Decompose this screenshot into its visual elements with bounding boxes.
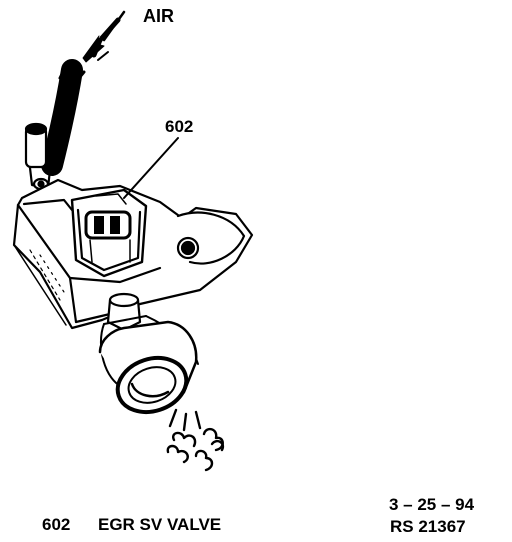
air-exhaust-puffs <box>166 408 225 472</box>
figure-date: 3 – 25 – 94 <box>389 495 475 514</box>
callout-leader-line <box>123 137 179 199</box>
air-flow-arrow <box>82 10 126 63</box>
filter-assembly <box>98 292 199 414</box>
part-number-callout: 602 <box>165 117 194 136</box>
vacuum-hose <box>41 59 86 176</box>
legend-part-number: 602 <box>42 515 71 534</box>
figure-reference: RS 21367 <box>390 517 466 536</box>
air-flow-label: AIR <box>143 6 174 26</box>
hose-fitting <box>24 122 52 191</box>
legend-part-description: EGR SV VALVE <box>98 515 222 534</box>
electrical-connector <box>70 188 148 278</box>
